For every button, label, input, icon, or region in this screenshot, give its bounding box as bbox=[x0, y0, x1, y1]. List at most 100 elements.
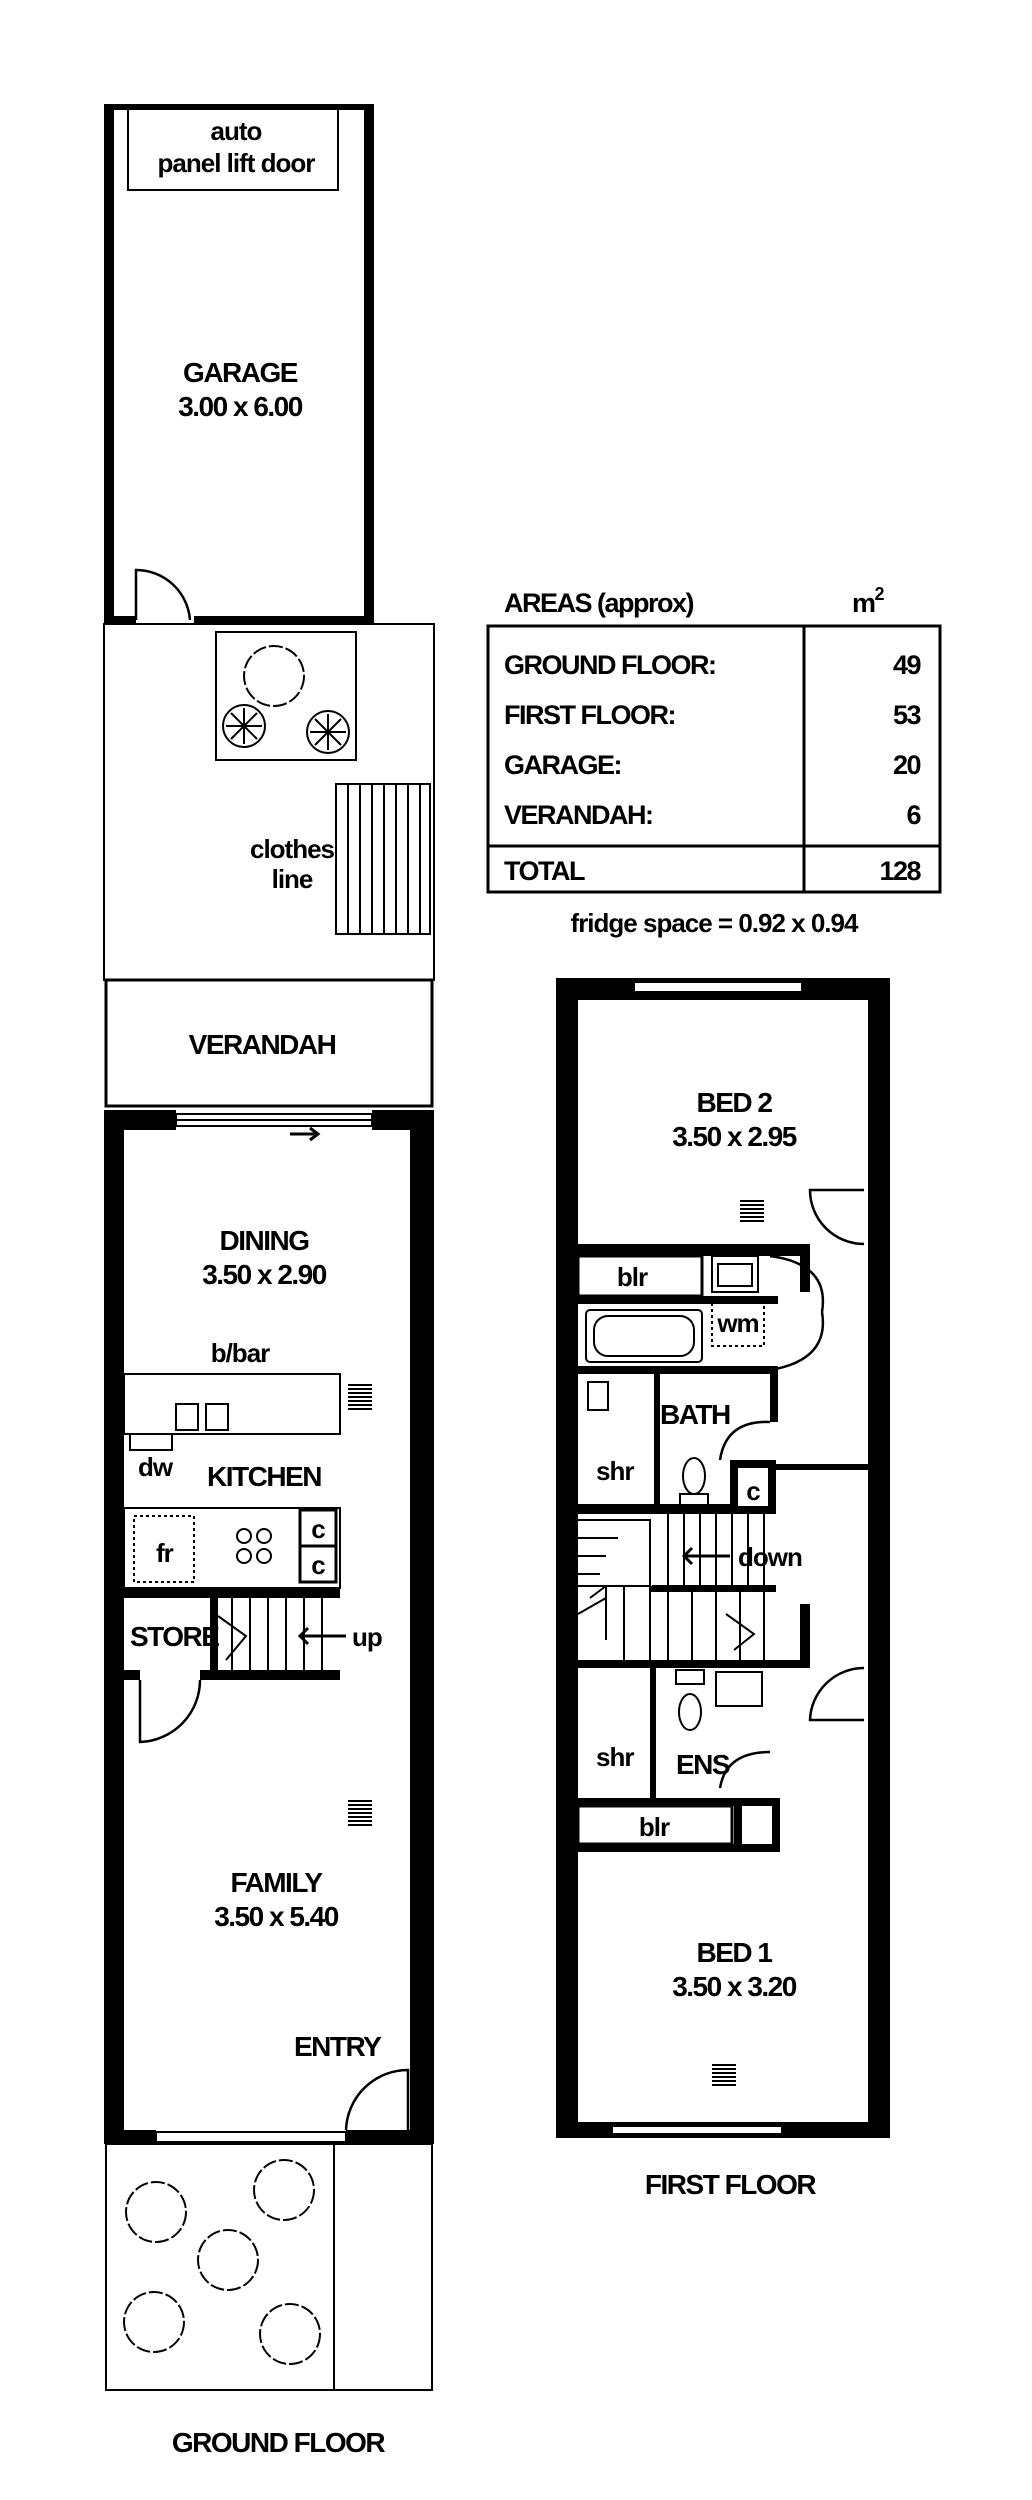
cooktop-icon bbox=[236, 1528, 272, 1564]
blr-top-label: blr bbox=[617, 1262, 648, 1292]
toilet-icon bbox=[682, 1457, 706, 1495]
garage-side-door-icon bbox=[134, 568, 192, 621]
window bbox=[611, 2125, 783, 2135]
dining-label: DINING bbox=[220, 1225, 310, 1256]
bed2-label: BED 2 bbox=[697, 1087, 773, 1118]
wm-label: wm bbox=[716, 1308, 758, 1338]
trough-icon bbox=[711, 1255, 759, 1293]
verandah-label: VERANDAH bbox=[189, 1029, 336, 1060]
areas-unit: m2 bbox=[852, 584, 885, 618]
cupboard bbox=[298, 1544, 338, 1584]
ground-floor-title: GROUND FLOOR bbox=[172, 2427, 385, 2458]
bed1-label: BED 1 bbox=[697, 1937, 773, 1968]
window bbox=[633, 981, 803, 993]
area-row-label: FIRST FLOOR: bbox=[504, 700, 675, 730]
dishwasher bbox=[129, 1433, 173, 1451]
cupboard-label-2: c bbox=[311, 1550, 325, 1580]
areas-heading: AREAS (approx) bbox=[504, 588, 694, 618]
shrub-icon bbox=[197, 2229, 259, 2291]
breakfast-bar-label: b/bar bbox=[211, 1338, 270, 1368]
bathtub-icon bbox=[585, 1309, 703, 1363]
store-door-icon bbox=[138, 1679, 202, 1744]
first-floor: BED 2 3.50 x 2.95 blr wm BATH shr c bbox=[556, 978, 890, 2200]
toilet-icon bbox=[678, 1693, 702, 1731]
family-size: 3.50 x 5.40 bbox=[214, 1901, 339, 1932]
area-row-value: 53 bbox=[893, 700, 922, 730]
first-floor-stairs: down bbox=[577, 1514, 803, 1660]
cupboard-label-1: c bbox=[311, 1514, 325, 1544]
front-garden bbox=[105, 2143, 433, 2391]
area-row-value: 49 bbox=[893, 650, 922, 680]
front-window bbox=[155, 2131, 347, 2143]
garage: auto panel lift door GARAGE 3.00 x 6.00 bbox=[104, 104, 374, 624]
shrub-icon bbox=[123, 2291, 185, 2353]
vent-icon bbox=[348, 1800, 372, 1826]
ens-label: ENS bbox=[676, 1749, 730, 1780]
stair-break-icon bbox=[725, 1613, 756, 1651]
fridge-note: fridge space = 0.92 x 0.94 bbox=[571, 908, 859, 938]
store-label: STORE bbox=[130, 1621, 219, 1652]
vanity-icon bbox=[715, 1671, 763, 1707]
ground-floor-walls bbox=[104, 1110, 434, 2144]
area-row-label: GARAGE: bbox=[504, 750, 621, 780]
laundry-door-icon bbox=[769, 1254, 825, 1313]
verandah: VERANDAH bbox=[104, 978, 434, 1108]
areas-table: AREAS (approx) m2 GROUND FLOOR: 49 FIRST… bbox=[486, 584, 942, 938]
fridge-space bbox=[133, 1515, 195, 1583]
fridge-label: fr bbox=[156, 1538, 174, 1568]
down-label: down bbox=[738, 1542, 802, 1572]
vent-icon bbox=[712, 2062, 736, 2088]
garage-door-box bbox=[127, 105, 339, 191]
clothes-line-label-1: clothes bbox=[250, 834, 335, 864]
family-label: FAMILY bbox=[230, 1867, 323, 1898]
bed1-door-icon bbox=[808, 1666, 865, 1722]
ground-floor: auto panel lift door GARAGE 3.00 x 6.00 … bbox=[103, 104, 435, 2458]
vent-icon bbox=[740, 1198, 764, 1224]
entry-door-icon bbox=[344, 2068, 410, 2131]
shr-bottom-label: shr bbox=[596, 1742, 634, 1772]
clothes-line-label-2: line bbox=[272, 864, 313, 894]
shrub-icon bbox=[222, 645, 350, 754]
dining-size: 3.50 x 2.90 bbox=[202, 1259, 327, 1290]
slide-arrow-icon bbox=[290, 1126, 321, 1142]
bed2-door-icon bbox=[808, 1188, 865, 1246]
garage-door-label-1: auto bbox=[211, 116, 262, 146]
first-floor-title: FIRST FLOOR bbox=[645, 2169, 816, 2200]
kitchen-label: KITCHEN bbox=[207, 1461, 321, 1492]
area-total-value: 128 bbox=[879, 856, 921, 886]
shrub-icon bbox=[253, 2159, 315, 2221]
yard: clothes line bbox=[103, 623, 435, 981]
vent-icon bbox=[348, 1382, 372, 1410]
breakfast-bar bbox=[123, 1373, 341, 1435]
shr-top-label: shr bbox=[596, 1456, 634, 1486]
area-row-value: 20 bbox=[893, 750, 921, 780]
garden-bed bbox=[215, 631, 357, 761]
bath-door-icon bbox=[718, 1420, 771, 1461]
bed2-size: 3.50 x 2.95 bbox=[672, 1121, 797, 1152]
garage-door-label-2: panel lift door bbox=[158, 148, 316, 178]
cupboard-label: c bbox=[746, 1476, 760, 1506]
garage-label: GARAGE bbox=[183, 357, 298, 388]
sink-icon bbox=[205, 1403, 229, 1431]
area-row-label: VERANDAH: bbox=[504, 800, 653, 830]
sink-icon bbox=[175, 1403, 199, 1431]
bath-label: BATH bbox=[660, 1399, 730, 1430]
down-arrow-icon bbox=[681, 1546, 730, 1566]
vanity-icon bbox=[587, 1381, 609, 1411]
up-label: up bbox=[352, 1622, 382, 1652]
bed1-size: 3.50 x 3.20 bbox=[672, 1971, 797, 2002]
entry-label: ENTRY bbox=[294, 2031, 382, 2062]
shrub-icon bbox=[259, 2303, 321, 2365]
blr-bottom-label: blr bbox=[639, 1812, 670, 1842]
stair-break-icon bbox=[217, 1615, 248, 1661]
garage-size: 3.00 x 6.00 bbox=[178, 391, 303, 422]
ens-door-icon bbox=[718, 1750, 771, 1789]
up-arrow-icon bbox=[297, 1626, 346, 1646]
area-row-value: 6 bbox=[906, 800, 921, 830]
area-total-label: TOTAL bbox=[504, 856, 585, 886]
stair-treads bbox=[231, 1598, 323, 1670]
shrub-icon bbox=[125, 2181, 187, 2243]
dishwasher-label: dw bbox=[138, 1452, 174, 1482]
store-stairs: STORE up bbox=[124, 1588, 383, 1744]
